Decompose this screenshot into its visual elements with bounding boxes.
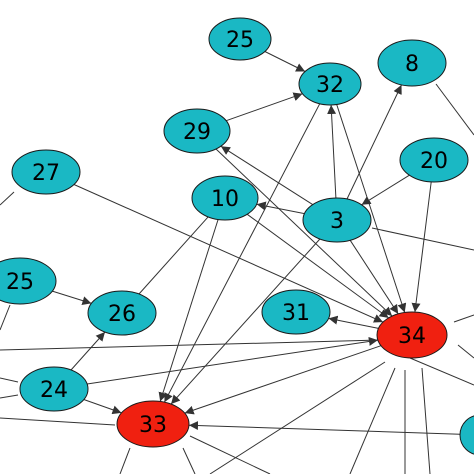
node-n29[interactable]: 29	[163, 108, 231, 154]
node-ellipse	[302, 197, 372, 243]
node-nedge[interactable]	[459, 415, 474, 455]
edge-n24-n34	[87, 336, 378, 385]
edge-n3-n33	[170, 238, 321, 405]
edge-n27-n34	[73, 184, 384, 323]
edge-n26-n10	[138, 216, 209, 295]
edge-n32-n33	[163, 103, 321, 403]
edge-stub	[421, 367, 431, 474]
node-ellipse	[261, 289, 331, 335]
node-label: 25	[226, 28, 254, 53]
edge-n24-n26	[70, 331, 106, 371]
node-label: 25	[6, 270, 34, 295]
node-n25a[interactable]: 25	[208, 17, 272, 61]
node-ellipse	[399, 137, 469, 183]
edge-n25b-n26	[52, 290, 92, 305]
node-label: 10	[211, 187, 239, 212]
edge-stub	[0, 304, 11, 331]
node-n24[interactable]: 24	[19, 366, 89, 412]
edge-stub	[349, 367, 396, 474]
node-ellipse	[376, 311, 448, 359]
edge-stub	[371, 227, 474, 251]
edge-stub	[209, 361, 386, 474]
edge-n20-n3	[361, 174, 410, 206]
node-label: 29	[183, 120, 211, 145]
node-ellipse	[377, 39, 447, 87]
edge-stub	[0, 339, 381, 351]
edge-n20-n34	[411, 181, 432, 313]
edge-stub	[182, 447, 196, 474]
edge-n3-n29	[220, 145, 313, 206]
edge-n3-n8	[346, 84, 402, 200]
edge-nedge-n33	[188, 421, 461, 435]
node-ellipse	[11, 149, 81, 195]
node-ellipse	[19, 366, 89, 412]
node-label: 33	[139, 413, 167, 438]
node-ellipse	[298, 62, 362, 106]
node-n8[interactable]: 8	[377, 39, 447, 87]
node-label: 27	[32, 161, 60, 186]
edge-stub	[189, 435, 271, 474]
node-ellipse	[163, 108, 231, 154]
edge-stub	[453, 314, 474, 323]
node-ellipse	[459, 415, 474, 455]
node-n27[interactable]: 27	[11, 149, 81, 195]
node-n32[interactable]: 32	[298, 62, 362, 106]
edge-stub	[0, 394, 19, 399]
node-ellipse	[208, 17, 272, 61]
node-label: 26	[108, 302, 136, 327]
edge-n29-n32	[226, 92, 303, 122]
edge-n32-n34	[336, 104, 407, 313]
edge-n34-n33	[184, 345, 382, 415]
node-label: 3	[330, 209, 344, 234]
node-n20[interactable]: 20	[399, 137, 469, 183]
edge-stub	[435, 83, 474, 136]
node-label: 34	[398, 324, 426, 349]
node-n26[interactable]: 26	[87, 290, 157, 336]
node-ellipse	[116, 400, 190, 448]
edge-n10-n34	[246, 213, 389, 319]
edge-n34-n31	[328, 315, 379, 329]
node-ellipse	[87, 290, 157, 336]
node-n10[interactable]: 10	[191, 175, 259, 221]
edge-n10-n33	[158, 219, 219, 402]
edge-stub	[0, 377, 19, 383]
edge-stub	[457, 344, 474, 359]
node-label: 31	[282, 301, 310, 326]
edge-n25a-n32	[264, 51, 306, 72]
node-label: 24	[40, 378, 68, 403]
node-n3[interactable]: 3	[302, 197, 372, 243]
edge-stub	[119, 447, 131, 474]
node-label: 20	[420, 149, 448, 174]
edge-n3-n34	[349, 240, 399, 315]
node-label: 32	[316, 73, 344, 98]
edge-stub	[409, 357, 474, 386]
edge-n3-n32	[327, 104, 337, 199]
node-label: 8	[405, 52, 419, 77]
edges-layer	[0, 51, 474, 474]
node-n34[interactable]: 34	[376, 311, 448, 359]
node-ellipse	[0, 257, 57, 305]
node-ellipse	[191, 175, 259, 221]
edge-n24-n33	[83, 399, 122, 415]
edge-n29-n34	[215, 148, 393, 317]
edge-n3-n10	[256, 201, 305, 215]
nodes-layer: 25 32 8 29 20 27 10 3 25 26 31 34 24 33	[0, 17, 474, 455]
node-n33[interactable]: 33	[116, 400, 190, 448]
node-n31[interactable]: 31	[261, 289, 331, 335]
node-n25b[interactable]: 25	[0, 257, 57, 305]
edge-stub	[0, 417, 116, 426]
edge-stub	[0, 191, 15, 206]
